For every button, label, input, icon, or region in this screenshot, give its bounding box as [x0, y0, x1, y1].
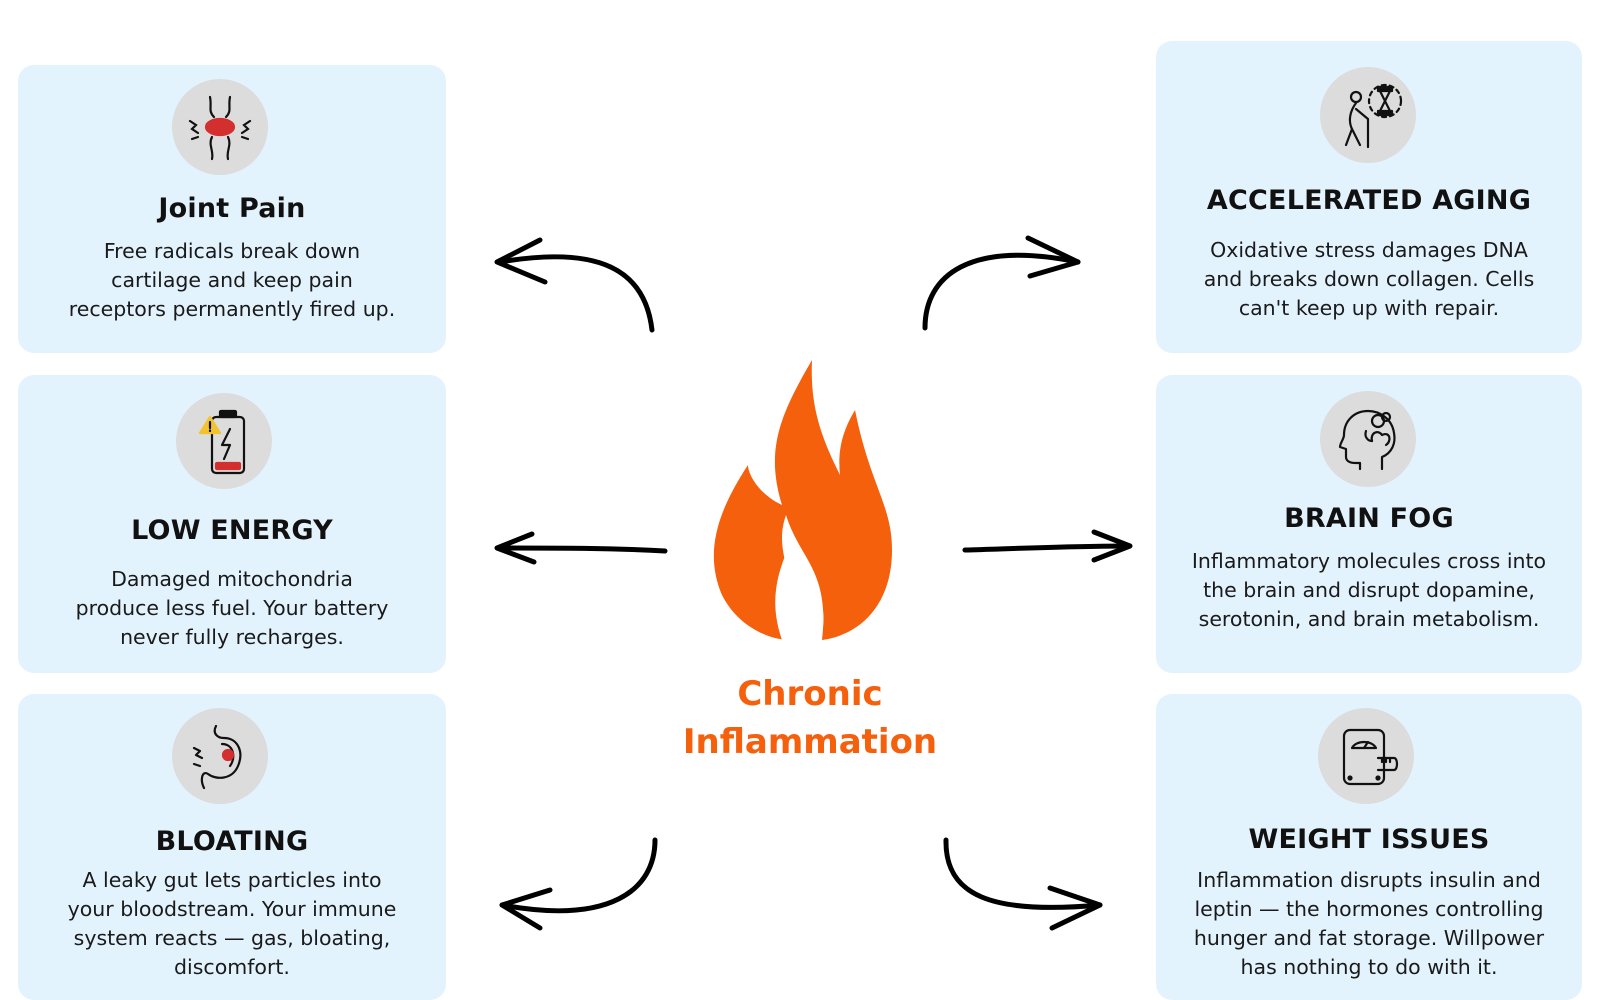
card-description-line: hunger and fat storage. Willpower	[1193, 926, 1545, 950]
arrow-to-accelerated-aging	[922, 235, 1081, 331]
card-description-line: receptors permanently fired up.	[68, 297, 396, 321]
arrow-to-weight-issues	[943, 837, 1103, 931]
arrow-to-joint-pain	[494, 237, 655, 333]
card-weight-issues: WEIGHT ISSUES Inflammation disrupts insu…	[1156, 694, 1582, 1000]
aging-person-hourglass-icon	[1320, 67, 1416, 163]
card-description-line: system reacts — gas, bloating,	[73, 926, 391, 950]
stomach-icon	[172, 708, 268, 804]
card-description-line: Inflammation disrupts insulin and	[1197, 868, 1541, 892]
card-description: Damaged mitochondria produce less fuel. …	[48, 565, 416, 652]
card-description-line: discomfort.	[174, 955, 290, 979]
card-description-line: has nothing to do with it.	[1240, 955, 1498, 979]
card-description-line: produce less fuel. Your battery	[75, 596, 389, 620]
card-title: LOW ENERGY	[131, 515, 333, 546]
card-title: WEIGHT ISSUES	[1248, 824, 1490, 855]
center-title-line-2: Inflammation	[682, 722, 938, 762]
arrow-to-bloating	[499, 837, 658, 931]
card-title: BRAIN FOG	[1284, 503, 1454, 534]
card-description-line: serotonin, and brain metabolism.	[1198, 607, 1540, 631]
card-description-line: A leaky gut lets particles into	[82, 868, 382, 892]
card-brain-fog: BRAIN FOG Inflammatory molecules cross i…	[1156, 375, 1582, 673]
card-description: A leaky gut lets particles into your blo…	[48, 866, 416, 982]
card-title: Joint Pain	[158, 193, 306, 224]
card-description: Free radicals break down cartilage and k…	[48, 237, 416, 324]
card-joint-pain: Joint Pain Free radicals break down cart…	[18, 65, 446, 353]
card-description-line: leptin — the hormones controlling	[1194, 897, 1544, 921]
low-battery-icon	[176, 393, 272, 489]
card-description-line: the brain and disrupt dopamine,	[1203, 578, 1535, 602]
card-low-energy: LOW ENERGY Damaged mitochondria produce …	[18, 375, 446, 673]
card-title: BLOATING	[155, 826, 309, 857]
card-description: Inflammation disrupts insulin and leptin…	[1170, 866, 1568, 982]
weight-scale-icon	[1318, 708, 1414, 804]
card-description-line: can't keep up with repair.	[1238, 296, 1500, 320]
card-bloating: BLOATING A leaky gut lets particles into…	[18, 694, 446, 1000]
card-description-line: your bloodstream. Your immune	[67, 897, 397, 921]
joint-pain-icon	[172, 79, 268, 175]
center-title: Chronic Inflammation	[640, 670, 980, 766]
brain-fog-icon	[1320, 391, 1416, 487]
card-title: ACCELERATED AGING	[1206, 185, 1532, 216]
card-description-line: cartilage and keep pain	[111, 268, 353, 292]
card-description: Oxidative stress damages DNA and breaks …	[1186, 236, 1552, 323]
card-description: Inflammatory molecules cross into the br…	[1170, 547, 1568, 634]
arrow-to-brain-fog	[962, 529, 1133, 563]
arrow-to-low-energy	[494, 531, 668, 565]
flame-icon	[713, 360, 892, 640]
card-description-line: Free radicals break down	[103, 239, 361, 263]
card-description-line: Damaged mitochondria	[111, 567, 353, 591]
center-title-line-1: Chronic	[737, 674, 883, 714]
card-description-line: never fully recharges.	[120, 625, 344, 649]
card-description-line: Oxidative stress damages DNA	[1210, 238, 1528, 262]
card-description-line: and breaks down collagen. Cells	[1203, 267, 1535, 291]
card-accelerated-aging: ACCELERATED AGING Oxidative stress damag…	[1156, 41, 1582, 353]
card-description-line: Inflammatory molecules cross into	[1191, 549, 1547, 573]
